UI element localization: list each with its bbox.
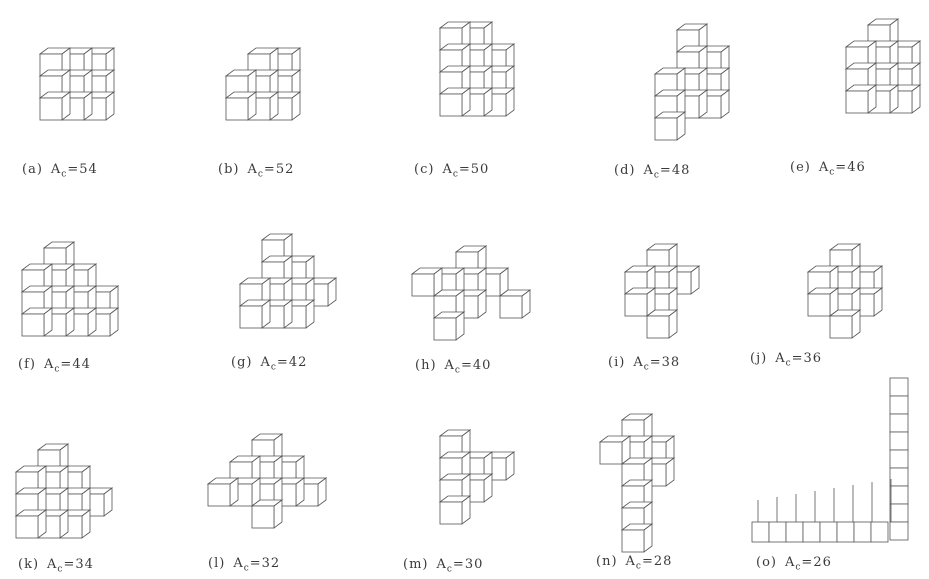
cube-stack-c: [440, 22, 514, 116]
caption-f: (f)Ac=44: [18, 357, 91, 375]
cube-stack-e: [846, 19, 920, 113]
caption-g: (g)Ac=42: [231, 355, 307, 373]
caption-o: (o)Ac=26: [756, 555, 832, 573]
caption-e: (e)Ac=46: [790, 160, 866, 178]
cube-stack-h: [412, 246, 530, 340]
caption-c: (c)Ac=50: [414, 162, 489, 180]
cube-stack-k: [16, 444, 112, 538]
caption-k: (k)Ac=34: [18, 557, 94, 575]
cube-stack-l: [208, 434, 326, 528]
caption-h: (h)Ac=40: [415, 358, 491, 376]
cube-stack-g: [240, 234, 336, 328]
caption-n: (n)Ac=28: [596, 554, 672, 572]
caption-d: (d)Ac=48: [614, 163, 690, 181]
caption-l: (l)Ac=32: [208, 556, 280, 574]
cube-stack-a: [40, 48, 114, 120]
caption-a: (a)Ac=54: [22, 162, 98, 180]
cube-stack-j: [808, 244, 882, 338]
caption-b: (b)Ac=52: [218, 162, 294, 180]
caption-m: (m)Ac=30: [403, 557, 483, 575]
caption-i: (i)Ac=38: [608, 355, 680, 373]
cube-stack-f: [22, 242, 118, 336]
cube-stack-d: [655, 24, 729, 140]
cube-stack-b: [226, 48, 300, 120]
cube-stack-i: [625, 244, 699, 338]
caption-j: (j)Ac=36: [750, 351, 822, 369]
cube-stack-n: [600, 414, 674, 552]
cube-stack-m: [440, 430, 514, 524]
cube-stack-o: [752, 378, 908, 542]
